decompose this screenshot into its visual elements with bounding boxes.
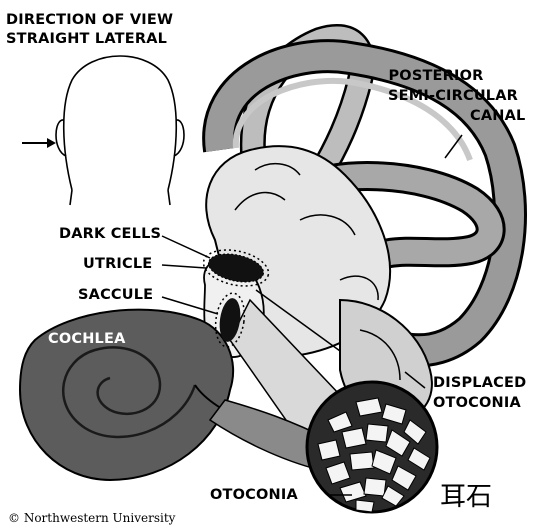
displaced-otoconia-line1: DISPLACED <box>433 375 526 392</box>
displaced-otoconia-line2: OTOCONIA <box>433 395 521 412</box>
head-outline <box>56 56 184 205</box>
posterior-canal-label-line1: POSTERIOR <box>380 68 492 85</box>
dark-cells-label: DARK CELLS <box>59 226 161 243</box>
copyright-credit: © Northwestern University <box>8 511 175 525</box>
view-arrow-icon <box>22 138 56 148</box>
direction-of-view-line1: DIRECTION OF VIEW <box>6 12 173 29</box>
direction-of-view-line2: STRAIGHT LATERAL <box>6 31 167 48</box>
otoconia-magnified-circle <box>307 382 437 512</box>
cochlea-label: COCHLEA <box>48 331 126 348</box>
utricle-label: UTRICLE <box>83 256 152 273</box>
saccule-label: SACCULE <box>78 287 153 304</box>
otoconia-chinese-label: 耳石 <box>440 476 492 513</box>
posterior-canal-label-line3: CANAL <box>470 108 525 125</box>
posterior-canal-label-line2: SEMI-CIRCULAR <box>388 88 518 105</box>
otoconia-label: OTOCONIA <box>210 487 298 504</box>
